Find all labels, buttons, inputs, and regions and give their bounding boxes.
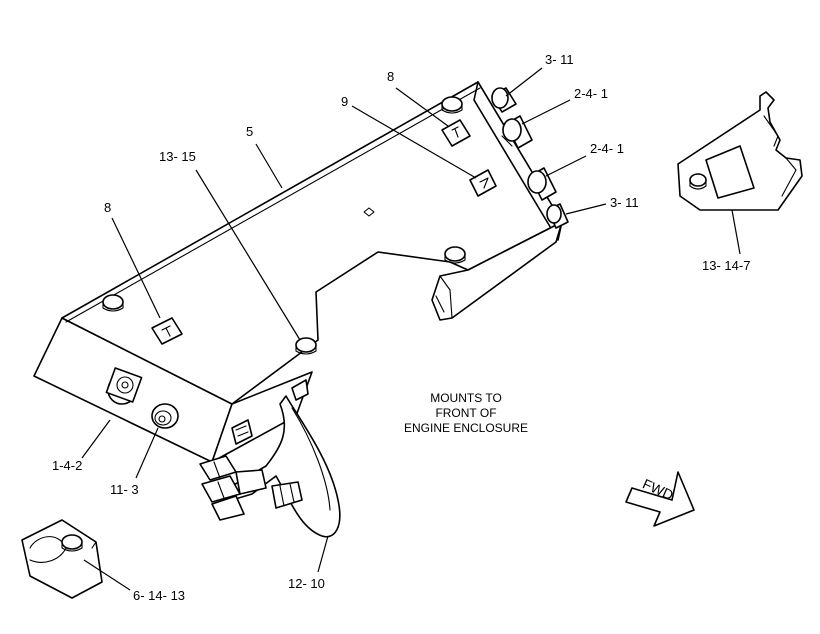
bolt-head: [102, 294, 124, 312]
connector-1-4-2: [105, 367, 143, 405]
decal-label: [469, 169, 497, 197]
bolt-head: [295, 337, 317, 355]
switch-3-11-top: [491, 87, 517, 113]
callout-9: 9: [341, 94, 348, 109]
switch-2-4-1-top: [501, 115, 533, 149]
harness-12-10: [199, 395, 341, 538]
leader-lines: [81, 67, 741, 591]
callout-5: 5: [246, 124, 253, 139]
connector-11-3: [151, 403, 179, 429]
end-switches: [491, 87, 569, 229]
note-line-3: ENGINE ENCLOSURE: [404, 421, 528, 435]
switch-3-11-mid: [546, 203, 569, 229]
bolt-head: [444, 246, 466, 264]
note-line-1: MOUNTS TO: [430, 391, 502, 405]
callout-8-top: 8: [387, 69, 394, 84]
note-line-2: FRONT OF: [435, 406, 496, 420]
callout-2-4-1-top: 2-4- 1: [574, 86, 608, 101]
bracket-top-surface: [61, 81, 563, 405]
forward-direction-arrow: FWD: [625, 471, 695, 527]
main-bracket-assembly: [33, 81, 563, 463]
switch-2-4-1-mid: [527, 167, 557, 201]
callouts: 3- 11 2-4- 1 8 9 5 13- 15 2-4- 1 3- 11 8…: [52, 52, 750, 603]
clamp-6-14-13: [21, 519, 103, 599]
mounting-bracket-13-14-7: [677, 91, 803, 211]
callout-3-11-mid: 3- 11: [610, 195, 639, 210]
bolt-head: [441, 96, 463, 114]
callout-13-15: 13- 15: [159, 149, 196, 164]
side-switch: [231, 419, 253, 445]
callout-6-14-13: 6- 14- 13: [133, 588, 185, 603]
callout-3-11-top: 3- 11: [545, 52, 574, 67]
callout-13-14-7: 13- 14-7: [702, 258, 750, 273]
callout-12-10: 12- 10: [288, 576, 325, 591]
callout-2-4-1-mid: 2-4- 1: [590, 141, 624, 156]
callout-1-4-2: 1-4-2: [52, 458, 82, 473]
callout-8-left: 8: [104, 200, 111, 215]
mounting-note: MOUNTS TO FRONT OF ENGINE ENCLOSURE: [404, 391, 528, 435]
callout-11-3: 11- 3: [110, 482, 139, 497]
